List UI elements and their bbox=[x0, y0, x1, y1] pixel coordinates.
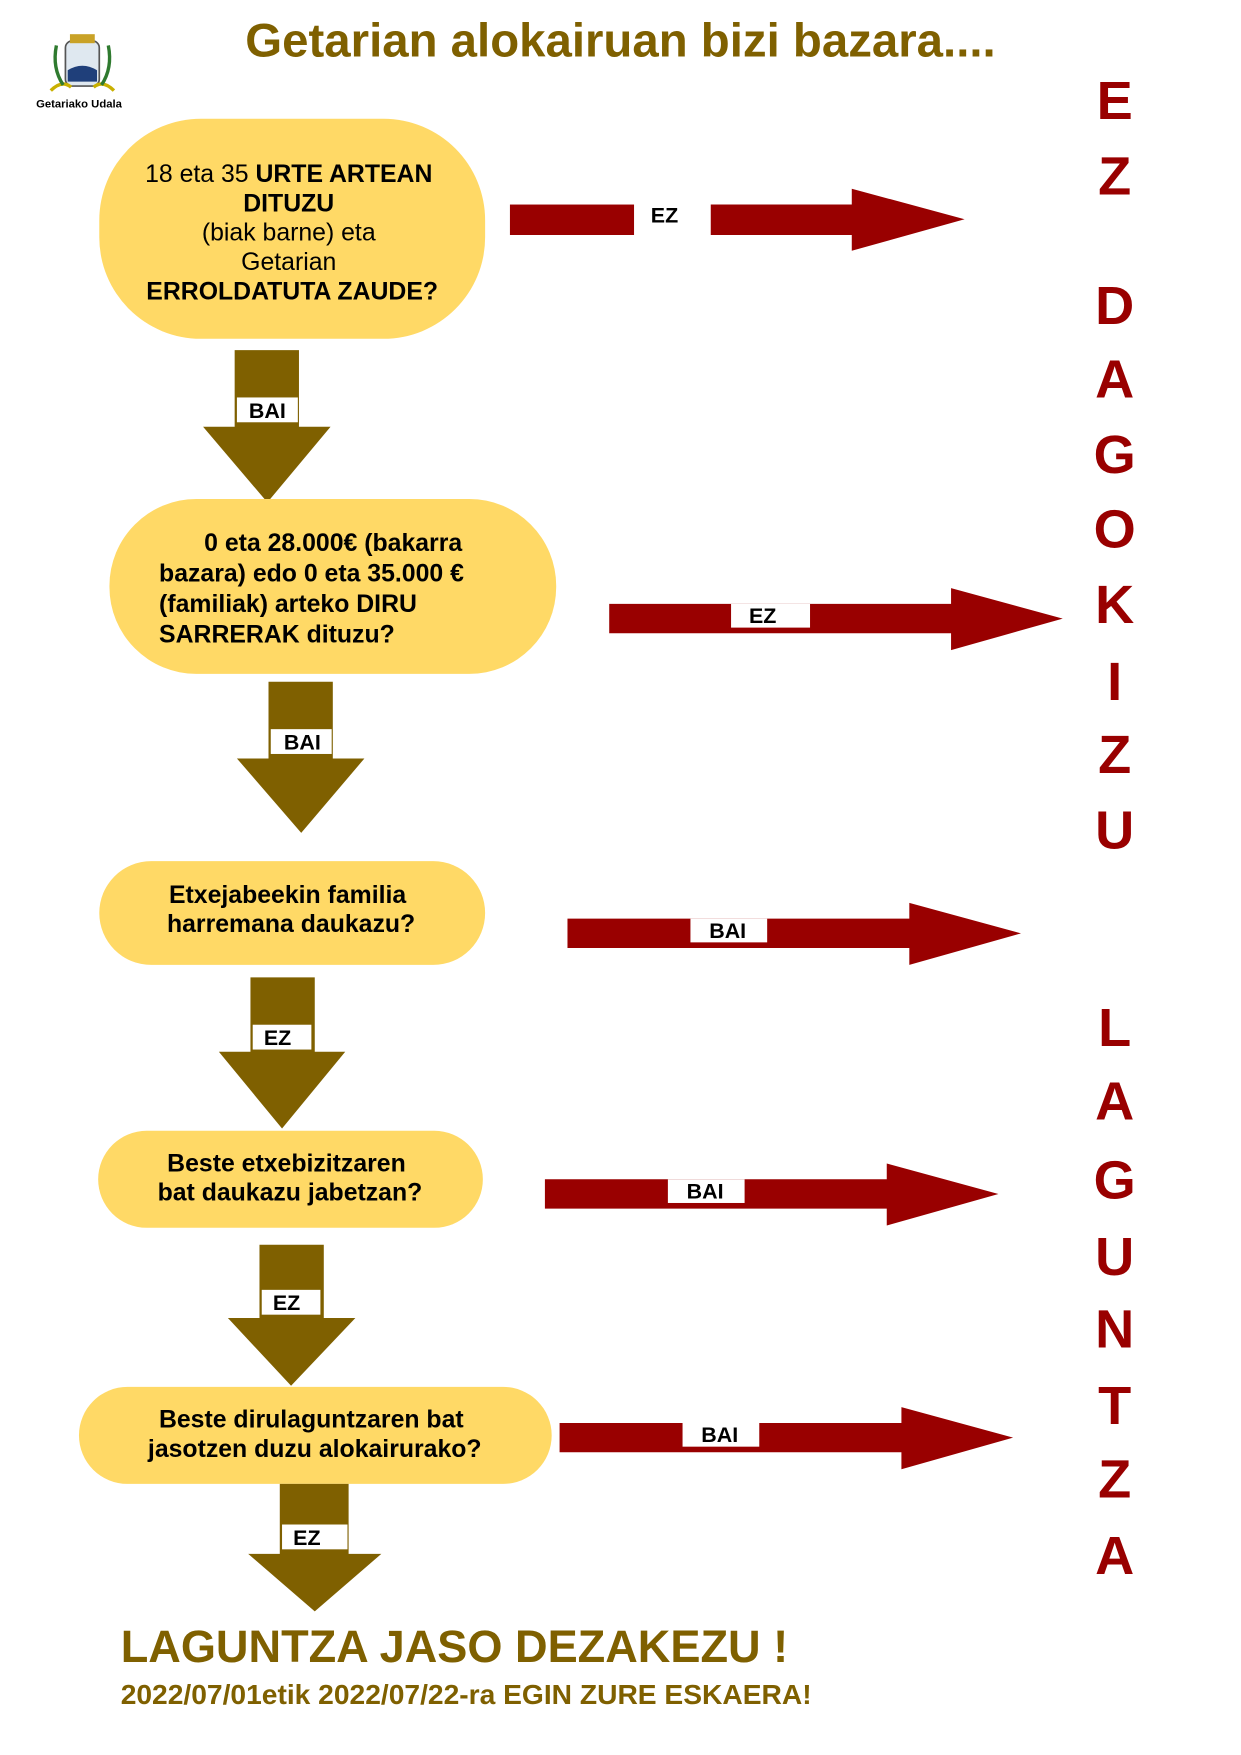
side-letter: Z bbox=[1098, 146, 1131, 206]
no-down-arrow-5: EZ bbox=[248, 1483, 382, 1612]
down-arrow-4-label: EZ bbox=[273, 1291, 300, 1315]
no-arrow-1-label: EZ bbox=[651, 204, 678, 228]
side-letter: I bbox=[1107, 652, 1122, 712]
side-letter: G bbox=[1094, 1150, 1136, 1210]
question-box-4 bbox=[98, 1130, 483, 1228]
logo-caption: Getariako Udala bbox=[36, 99, 123, 111]
result-heading: LAGUNTZA JASO DEZAKEZU ! bbox=[121, 1621, 788, 1672]
side-letter: Z bbox=[1098, 1449, 1131, 1509]
no-arrow-2: EZ bbox=[609, 588, 1063, 651]
side-letter: U bbox=[1095, 801, 1134, 861]
yes-arrow-1: BAI bbox=[203, 350, 331, 503]
side-letter: Z bbox=[1098, 725, 1131, 785]
yes-arrow-2-label: BAI bbox=[284, 730, 321, 754]
no-arrow-2-label: EZ bbox=[749, 604, 776, 628]
deadline-text: 2022/07/01etik 2022/07/22-ra EGIN ZURE E… bbox=[121, 1678, 812, 1710]
side-letter: K bbox=[1095, 575, 1134, 635]
side-letter: O bbox=[1094, 500, 1136, 560]
side-letter: E bbox=[1097, 71, 1133, 131]
question-3-text: Etxejabeekin familia harremana daukazu? bbox=[167, 882, 415, 938]
side-letter: U bbox=[1095, 1227, 1134, 1287]
side-arrow-3-label: BAI bbox=[709, 919, 746, 943]
side-letter: A bbox=[1095, 1071, 1134, 1131]
side-arrow-5-label: BAI bbox=[701, 1423, 738, 1447]
yes-arrow-1-label: BAI bbox=[249, 399, 286, 423]
side-letter: L bbox=[1098, 998, 1131, 1058]
yes-arrow-2: BAI bbox=[236, 681, 365, 833]
side-letter: N bbox=[1095, 1299, 1134, 1359]
question-box-3 bbox=[99, 861, 486, 965]
side-letter: G bbox=[1094, 425, 1136, 485]
no-down-arrow-3: EZ bbox=[218, 977, 346, 1129]
yes-side-arrow-5: BAI bbox=[559, 1407, 1014, 1470]
side-letter: T bbox=[1098, 1376, 1131, 1436]
question-box-1 bbox=[99, 118, 486, 339]
question-1-text: 18 eta 35 URTE ARTEAN DITUZU (biak barne… bbox=[145, 161, 439, 305]
side-text-aid: LAGUNTZA bbox=[1094, 998, 1136, 1586]
question-5-text: Beste dirulaguntzaren bat jasotzen duzu … bbox=[147, 1406, 482, 1462]
question-4-text: Beste etxebizitzaren bat daukazu jabetza… bbox=[158, 1150, 423, 1206]
question-box-5 bbox=[78, 1386, 552, 1484]
no-down-arrow-4: EZ bbox=[227, 1244, 356, 1386]
municipality-logo: Getariako Udala bbox=[36, 34, 123, 111]
question-2-text: 0 eta 28.000€ (bakarra bazara) edo 0 eta… bbox=[159, 530, 471, 648]
yes-side-arrow-4: BAI bbox=[544, 1163, 999, 1226]
down-arrow-5-label: EZ bbox=[293, 1526, 320, 1550]
side-letter: A bbox=[1095, 1526, 1134, 1586]
page-title: Getarian alokairuan bizi bazara.... bbox=[245, 15, 995, 68]
yes-side-arrow-3: BAI bbox=[567, 902, 1022, 965]
question-box-2 bbox=[109, 498, 557, 674]
side-arrow-4-label: BAI bbox=[687, 1179, 724, 1203]
side-letter: D bbox=[1095, 276, 1134, 336]
side-letter: A bbox=[1095, 349, 1134, 409]
no-arrow-1: EZ bbox=[509, 188, 965, 251]
down-arrow-3-label: EZ bbox=[264, 1026, 291, 1050]
